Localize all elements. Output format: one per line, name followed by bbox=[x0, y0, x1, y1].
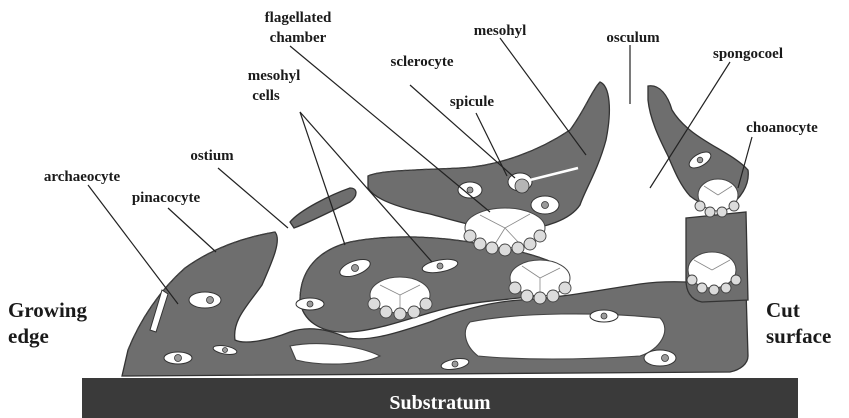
label-cut-surface-line2: surface bbox=[766, 324, 831, 348]
label-archaeocyte: archaeocyte bbox=[44, 169, 121, 185]
label-flagellated-chamber-line2: chamber bbox=[270, 30, 327, 46]
ostium-strip bbox=[290, 188, 356, 228]
label-choanocyte: choanocyte bbox=[746, 120, 818, 136]
label-flagellated-chamber-line1: flagellated bbox=[265, 10, 332, 26]
label-mesohyl: mesohyl bbox=[474, 23, 527, 39]
label-osculum: osculum bbox=[606, 30, 660, 46]
label-growing-edge-line1: Growing bbox=[8, 298, 87, 322]
label-growing-edge-line2: edge bbox=[8, 324, 49, 348]
label-mesohyl-cells-line1: mesohyl bbox=[248, 68, 301, 84]
label-cut-surface-line1: Cut bbox=[766, 298, 800, 322]
label-sclerocyte: sclerocyte bbox=[390, 54, 453, 70]
label-ostium: ostium bbox=[190, 148, 234, 164]
label-spicule: spicule bbox=[450, 94, 495, 110]
sponge-body bbox=[122, 82, 748, 376]
label-pinacocyte: pinacocyte bbox=[132, 190, 201, 206]
substratum-label: Substratum bbox=[389, 392, 490, 414]
lower-canal bbox=[465, 314, 664, 359]
label-mesohyl-cells-line2: cells bbox=[252, 88, 280, 104]
label-spongocoel: spongocoel bbox=[713, 46, 783, 62]
